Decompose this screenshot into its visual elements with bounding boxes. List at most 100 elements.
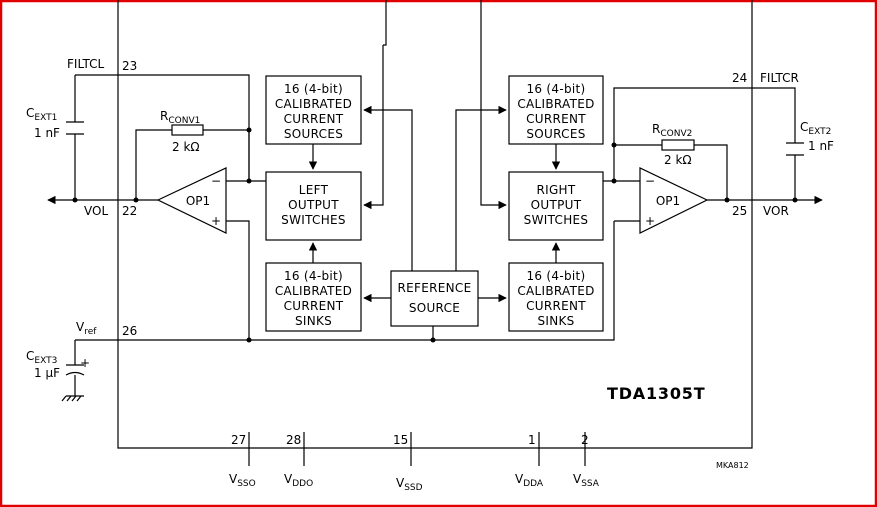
right-current-sinks-block: 16 (4-bit) CALIBRATED CURRENT SINKS	[508, 262, 604, 332]
wire-filtcl	[75, 74, 250, 181]
block-text-line: CALIBRATED	[517, 97, 594, 111]
rconv2-label: RCONV2	[652, 122, 692, 139]
pin-vol-name: VOL	[84, 204, 108, 218]
right-opamp: OP1 − +	[639, 167, 709, 234]
cext3-label: CEXT3	[26, 349, 57, 366]
cext1-value: 1 nF	[34, 126, 60, 140]
right-output-switches-block: RIGHT OUTPUT SWITCHES	[508, 171, 604, 241]
arrow-left-data-to-switches	[363, 45, 384, 210]
block-text-line: 16 (4-bit)	[526, 269, 585, 283]
pin-vdda-num: 1	[528, 433, 536, 447]
node-dot	[611, 178, 617, 184]
pin-filtcl-num: 23	[122, 59, 137, 73]
node-dot	[792, 197, 798, 203]
chip-name: TDA1305T	[607, 384, 705, 403]
arrow-right-data-to-switches	[480, 45, 507, 210]
pin-vref-num: 26	[122, 324, 137, 338]
pin-vssd-name: VSSD	[396, 476, 423, 493]
block-text-line: SOURCES	[284, 127, 343, 141]
opamp-minus: −	[211, 174, 221, 188]
wire-rconv1	[135, 129, 249, 200]
arrow-ref-to-left-sources	[363, 105, 413, 271]
block-text-line: OUTPUT	[531, 198, 582, 212]
block-text-line: SOURCES	[526, 127, 585, 141]
left-current-sources-block: 16 (4-bit) CALIBRATED CURRENT SOURCES	[265, 75, 362, 145]
reference-source-block: REFERENCE SOURCE	[390, 270, 479, 327]
block-text-line: REFERENCE	[398, 281, 472, 295]
left-current-sinks-block: 16 (4-bit) CALIBRATED CURRENT SINKS	[265, 262, 362, 332]
block-text-line: CURRENT	[284, 299, 344, 313]
left-opamp: OP1 − +	[156, 167, 227, 234]
pin-vdda-name: VDDA	[515, 472, 544, 489]
pin-vsso-num: 27	[231, 433, 246, 447]
node-dot	[133, 197, 139, 203]
pin-vor-num: 25	[732, 204, 747, 218]
rconv1-resistor	[171, 124, 204, 136]
block-text-line: SOURCE	[409, 301, 460, 315]
block-text-line: 16 (4-bit)	[284, 82, 343, 96]
opamp-label: OP1	[186, 194, 210, 208]
node-dot	[430, 337, 436, 343]
block-text-line: CURRENT	[284, 112, 344, 126]
ground-icon	[61, 395, 84, 402]
node-dot	[72, 197, 78, 203]
block-text-line: SWITCHES	[281, 213, 346, 227]
pin-filtcr-name: FILTCR	[760, 71, 799, 85]
pin-vssa-name: VSSA	[573, 472, 600, 489]
block-text-line: SINKS	[537, 314, 574, 328]
node-dot	[246, 178, 252, 184]
rconv2-resistor	[661, 139, 695, 151]
pin-vor-name: VOR	[763, 204, 789, 218]
supply-pin-lines	[248, 432, 586, 466]
wire-vref	[75, 221, 615, 341]
rconv1-value: 2 kΩ	[172, 140, 200, 154]
right-current-sources-block: 16 (4-bit) CALIBRATED CURRENT SOURCES	[508, 75, 604, 145]
wire-rconv2	[614, 144, 728, 200]
rconv2-value: 2 kΩ	[664, 153, 692, 167]
left-input-line	[383, 0, 387, 46]
cext2-capacitor	[786, 142, 804, 156]
pin-vddo-name: VDDO	[284, 472, 313, 489]
cext3-polarity: +	[80, 356, 90, 370]
block-text-line: SWITCHES	[524, 213, 589, 227]
block-text-line: CALIBRATED	[517, 284, 594, 298]
cext1-capacitor	[66, 121, 84, 135]
opamp-label: OP1	[656, 194, 680, 208]
block-text-line: RIGHT	[536, 183, 575, 197]
node-dot	[246, 337, 252, 343]
block-text-line: LEFT	[299, 183, 329, 197]
block-text-line: CURRENT	[526, 299, 586, 313]
cext3-value: 1 μF	[34, 366, 60, 380]
pin-filtcl-name: FILTCL	[67, 57, 104, 71]
cext3-plate-bottom	[65, 371, 85, 376]
left-output-switches-block: LEFT OUTPUT SWITCHES	[265, 171, 362, 241]
block-text-line: CALIBRATED	[275, 284, 352, 298]
block-text-line: 16 (4-bit)	[526, 82, 585, 96]
block-text-line: OUTPUT	[288, 198, 339, 212]
node-dot	[611, 142, 617, 148]
rconv1-label: RCONV1	[160, 109, 200, 126]
pin-filtcr-num: 24	[732, 71, 747, 85]
node-dot	[246, 127, 252, 133]
arrow-ref-to-right-sources	[455, 105, 507, 271]
chip-outline	[117, 0, 753, 449]
pin-vol-num: 22	[122, 204, 137, 218]
opamp-minus: −	[645, 174, 655, 188]
block-text-line: 16 (4-bit)	[284, 269, 343, 283]
node-dot	[724, 197, 730, 203]
opamp-plus: +	[211, 214, 221, 228]
block-text-line: CURRENT	[526, 112, 586, 126]
wire-filtcr	[613, 87, 796, 200]
cext2-label: CEXT2	[800, 120, 831, 137]
cext2-value: 1 nF	[808, 139, 834, 153]
block-text-line: CALIBRATED	[275, 97, 352, 111]
pin-vsso-name: VSSO	[229, 472, 256, 489]
cext1-label: CEXT1	[26, 106, 57, 123]
wire-left-opamp-plus	[226, 220, 250, 340]
pin-vssa-num: 2	[581, 433, 589, 447]
pin-vssd-num: 15	[393, 433, 408, 447]
vref-label: Vref	[76, 320, 97, 337]
pin-vddo-num: 28	[286, 433, 301, 447]
